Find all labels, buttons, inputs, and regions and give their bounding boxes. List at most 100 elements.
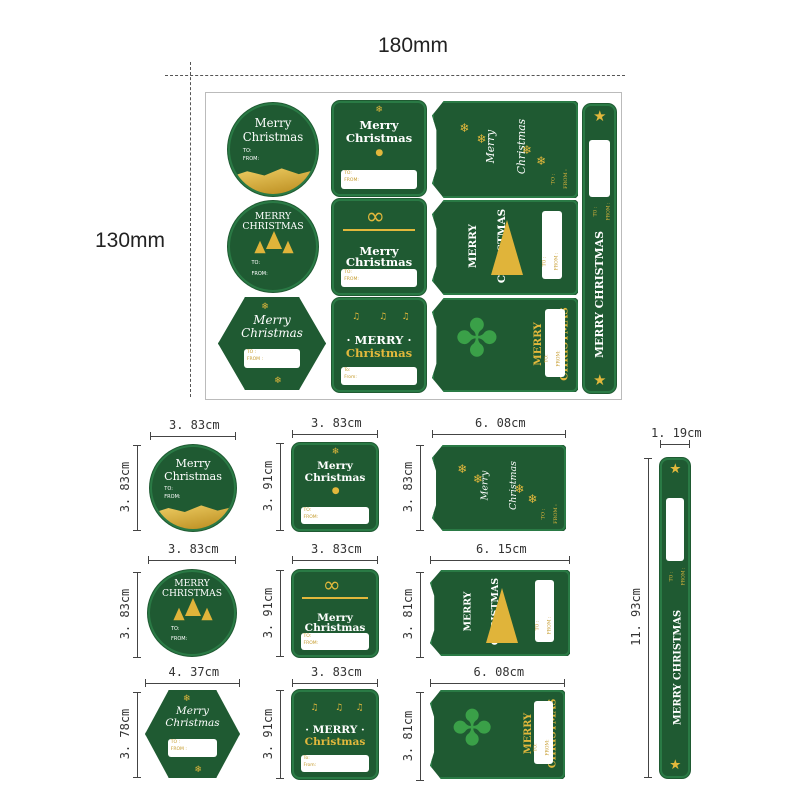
sticker-title: Christmas (345, 345, 413, 360)
from-label: FROM: (251, 270, 268, 277)
sheet-height-guide (190, 62, 191, 397)
square3_w-label: 3. 83cm (311, 665, 362, 679)
snowflake-icon: ❄ (375, 104, 383, 115)
write-in-box (665, 497, 685, 562)
sticker-title: Merry (253, 312, 291, 327)
square2_w-line (292, 556, 378, 564)
from-label: FROM : (562, 168, 569, 189)
sticker-title: Merry (175, 457, 211, 471)
hex_h-label: 3. 78cm (118, 708, 132, 760)
star-icon: ★ (669, 757, 682, 774)
sticker-title: Christmas (304, 620, 366, 634)
write-in-box: TO:FROM: (534, 700, 553, 765)
to-label: TO : (549, 173, 556, 184)
from-label: FROM : (552, 504, 559, 524)
write-in-box: To:From: (341, 366, 417, 385)
sticker-title: MERRY CHRISTMAS (242, 210, 304, 232)
to-label: TO: (171, 626, 180, 633)
gift-bow-icon: ∞ (322, 573, 341, 599)
tag3_h-label: 3. 81cm (401, 710, 415, 761)
from-label: FROM: (171, 635, 188, 642)
ornament-icon: ● (375, 147, 384, 158)
star-icon: ★ (593, 371, 607, 390)
sticker-title: · MERRY · (346, 333, 412, 348)
write-in-box: TO :FROM : (243, 349, 301, 368)
bell-icon: ♫ (310, 702, 319, 713)
tag3_w-line (430, 679, 565, 687)
write-in-box: TO:FROM: (341, 170, 417, 189)
round1_w-line (150, 432, 236, 440)
from-label: FROM: (242, 155, 260, 162)
christmas-tree-icon (486, 588, 519, 644)
holly-bow-icon: ✤ (455, 308, 499, 369)
bell-icon: ♫ (401, 311, 410, 322)
bell-icon: ♫ (352, 311, 361, 322)
from-label: FROM: (303, 515, 319, 521)
sticker-title: MERRY (532, 322, 545, 366)
sticker-title: MERRY CHRISTMAS (161, 579, 223, 599)
to-label: TO : (669, 571, 675, 582)
sticker-title: Merry (176, 704, 209, 717)
sticker-title: Merry (317, 459, 353, 473)
write-in-box (589, 140, 610, 198)
write-in-box: TO :FROM : (535, 580, 555, 642)
bell-icon: ♫ (379, 311, 388, 322)
tag1_w-line (432, 430, 566, 438)
round2_w-label: 3. 83cm (168, 542, 219, 556)
tag2_w-line (430, 556, 570, 564)
sticker-title: Merry (359, 118, 399, 133)
strip-sticker: ★★TO :FROM :MERRY CHRISTMAS (583, 104, 616, 393)
tree-icon (266, 230, 283, 249)
from-label: FROM : (246, 357, 263, 363)
round2_h-line (133, 572, 141, 658)
to-label: TO: (344, 171, 352, 177)
strip_h-line (644, 458, 652, 778)
from-label: From: (303, 762, 317, 768)
snowflake-icon: ❄ (274, 375, 282, 386)
sticker-title: Merry (254, 116, 292, 131)
sticker-title: Christmas (241, 325, 303, 340)
write-in-box: To:From: (300, 754, 370, 772)
to-label: TO : (540, 508, 547, 520)
from-label: FROM: (344, 178, 359, 184)
strip_w-label: 1. 19cm (651, 426, 702, 440)
to-label: To: (303, 755, 310, 761)
tag3_w-label: 6. 08cm (473, 665, 525, 679)
sheet-width-guide (165, 75, 625, 76)
sticker-title: MERRY (467, 224, 480, 269)
to-label: To: (344, 367, 351, 373)
sticker-title: Christmas (165, 717, 220, 730)
to-label: TO: (242, 147, 252, 154)
sticker-title: Merry (359, 244, 399, 259)
snowflake-icon: ❄ (514, 482, 525, 497)
square3_w-line (292, 679, 378, 687)
gift-bow-icon: ∞ (365, 201, 386, 230)
sticker-title: Christmas (304, 735, 366, 749)
tag1_h-line (416, 445, 424, 531)
square3-sticker: · MERRY ·Christmas ♫ ♫ ♫ To:From: (332, 298, 426, 392)
tree-icon (253, 240, 266, 254)
snowflake-icon: ❄ (457, 462, 468, 477)
from-label: FROM: (164, 493, 181, 500)
sheet-width-label: 180mm (378, 34, 449, 57)
round2-sticker: MERRY CHRISTMAS TO: FROM: (148, 570, 236, 656)
sticker-title: Christmas (304, 470, 366, 484)
square1_h-line (276, 443, 284, 531)
hex_w-line (145, 679, 240, 687)
to-label: TO : (542, 256, 548, 267)
tag1_w-label: 6. 08cm (475, 416, 526, 430)
sticker-title: MERRY CHRISTMAS (592, 231, 606, 359)
square3_h-label: 3. 91cm (261, 708, 275, 759)
